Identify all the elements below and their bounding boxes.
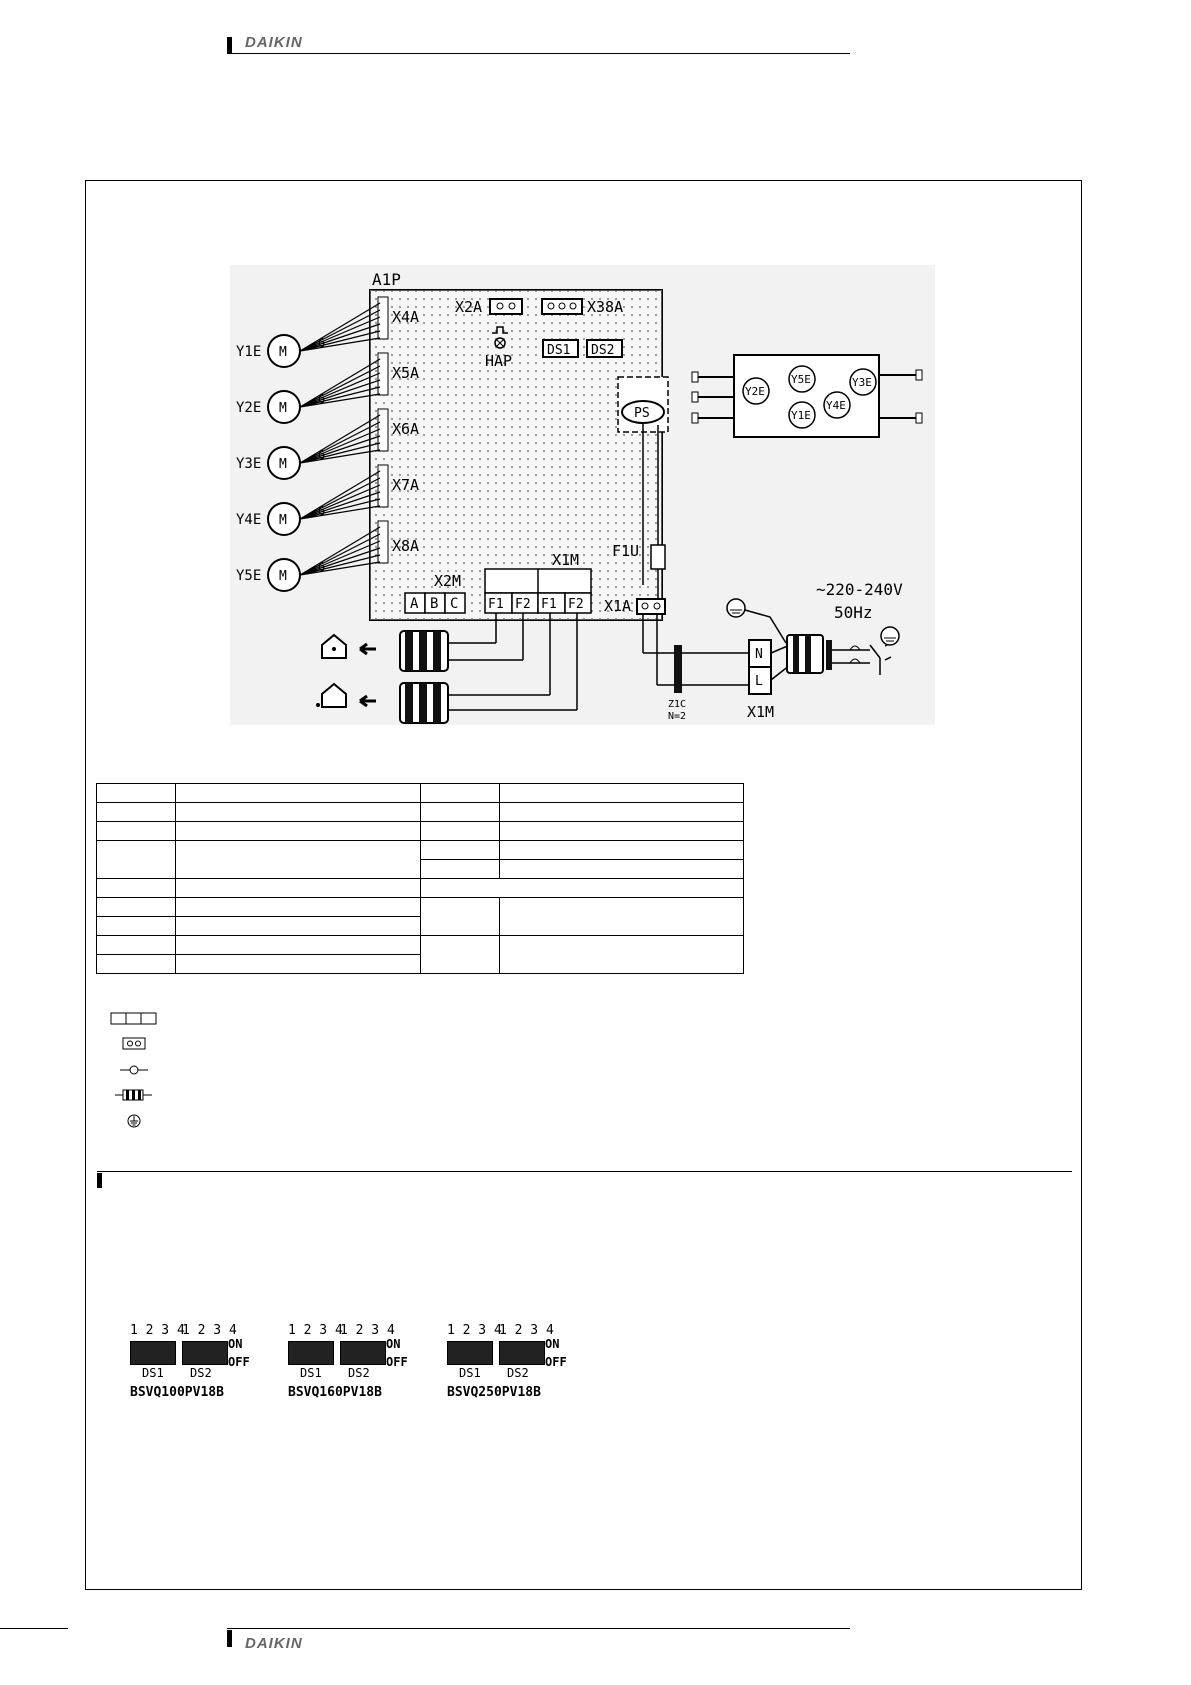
header-logo-bar: [227, 37, 232, 54]
svg-text:N=2: N=2: [668, 711, 686, 722]
ferrite-upper: [399, 630, 449, 672]
header-rule: [227, 53, 850, 54]
svg-text:M: M: [279, 345, 287, 360]
connector-icon: [122, 1037, 146, 1050]
motor-row-2: X5A Y2E M 6: [236, 352, 419, 424]
section-marker: [97, 1173, 102, 1188]
footer-left-rule: [0, 1628, 68, 1629]
svg-text:Y1E: Y1E: [236, 344, 261, 360]
content-frame: [85, 180, 1082, 1590]
motor-row-5: X8A Y5E M 6: [236, 520, 419, 592]
svg-text:Y5E: Y5E: [236, 568, 261, 584]
svg-text:PS: PS: [634, 406, 650, 421]
svg-text:Y4E: Y4E: [826, 399, 846, 412]
motor-row-3: X6A Y3E M 6: [236, 408, 419, 480]
terminal-icon: [129, 1065, 139, 1075]
ds1-switch: [130, 1341, 176, 1365]
svg-text:B: B: [430, 596, 438, 612]
svg-text:X2M: X2M: [434, 572, 461, 590]
svg-text:Y1E: Y1E: [791, 409, 811, 422]
svg-text:DS2: DS2: [591, 343, 614, 358]
svg-text:HAP: HAP: [485, 352, 512, 370]
footer-logo: DAIKIN: [245, 1635, 303, 1652]
svg-text:X38A: X38A: [587, 298, 623, 316]
svg-text:C: C: [450, 596, 458, 612]
svg-text:X8A: X8A: [392, 537, 419, 555]
svg-text:X2A: X2A: [455, 298, 482, 316]
ds2-switch: [499, 1341, 545, 1365]
svg-text:N: N: [755, 647, 763, 662]
svg-text:F1: F1: [541, 597, 557, 612]
dip-setting-1: 1 2 3 4 1 2 3 4 ON OFF DS1 DS2 BSVQ100PV…: [130, 1323, 250, 1400]
section-rule: [97, 1171, 1072, 1172]
footer-logo-bar: [227, 1630, 232, 1647]
ds1-switch: [288, 1341, 334, 1365]
ds2-switch: [182, 1341, 228, 1365]
dip-setting-2: 1 2 3 4 1 2 3 4 ON OFF DS1 DS2 BSVQ160PV…: [288, 1323, 408, 1400]
svg-text:DS1: DS1: [547, 343, 570, 358]
svg-text:Y3E: Y3E: [852, 376, 872, 389]
svg-text:F1U: F1U: [612, 542, 639, 560]
svg-text:F2: F2: [515, 597, 531, 612]
svg-text:Y2E: Y2E: [236, 400, 261, 416]
svg-text:6: 6: [318, 392, 325, 406]
svg-text:F1: F1: [488, 597, 504, 612]
ds2-switch: [340, 1341, 386, 1365]
ds1-switch: [447, 1341, 493, 1365]
svg-text:F2: F2: [568, 597, 584, 612]
svg-text:X6A: X6A: [392, 420, 419, 438]
pcb-label: A1P: [372, 270, 401, 289]
wiring-diagram: A1P X2A X38A DS1 DS2 HAP PS F1U X1A X2M …: [230, 265, 935, 725]
footer-rule: [227, 1628, 850, 1629]
svg-text:X1M: X1M: [747, 703, 774, 721]
ferrite-lower: [399, 682, 449, 724]
component-table: [96, 783, 744, 974]
svg-text:6: 6: [318, 448, 325, 462]
motor-row-1: X4A Y1E M 6: [236, 296, 419, 368]
svg-text:L: L: [755, 674, 763, 689]
svg-text:X7A: X7A: [392, 476, 419, 494]
svg-text:X1M: X1M: [552, 551, 579, 569]
svg-text:Y4E: Y4E: [236, 512, 261, 528]
svg-text:6: 6: [318, 336, 325, 350]
svg-text:~220-240V: ~220-240V: [816, 580, 903, 599]
svg-text:X4A: X4A: [392, 308, 419, 326]
svg-text:6: 6: [318, 560, 325, 574]
svg-text:6: 6: [318, 504, 325, 518]
terminal-strip-icon: [110, 1012, 157, 1025]
svg-text:X1A: X1A: [604, 597, 631, 615]
svg-text:50Hz: 50Hz: [834, 603, 873, 622]
dip-setting-3: 1 2 3 4 1 2 3 4 ON OFF DS1 DS2 BSVQ250PV…: [447, 1323, 567, 1400]
legend-symbols: [110, 1012, 157, 1128]
svg-text:M: M: [279, 457, 287, 472]
header-logo: DAIKIN: [245, 34, 303, 51]
motor-row-4: X7A Y4E M 6: [236, 464, 419, 536]
svg-text:Y5E: Y5E: [791, 373, 811, 386]
svg-text:Z1C: Z1C: [668, 699, 686, 710]
svg-text:M: M: [279, 569, 287, 584]
svg-text:A: A: [410, 596, 419, 612]
svg-text:X5A: X5A: [392, 364, 419, 382]
svg-text:Y3E: Y3E: [236, 456, 261, 472]
svg-text:M: M: [279, 513, 287, 528]
svg-text:Y2E: Y2E: [745, 385, 765, 398]
svg-text:M: M: [279, 401, 287, 416]
